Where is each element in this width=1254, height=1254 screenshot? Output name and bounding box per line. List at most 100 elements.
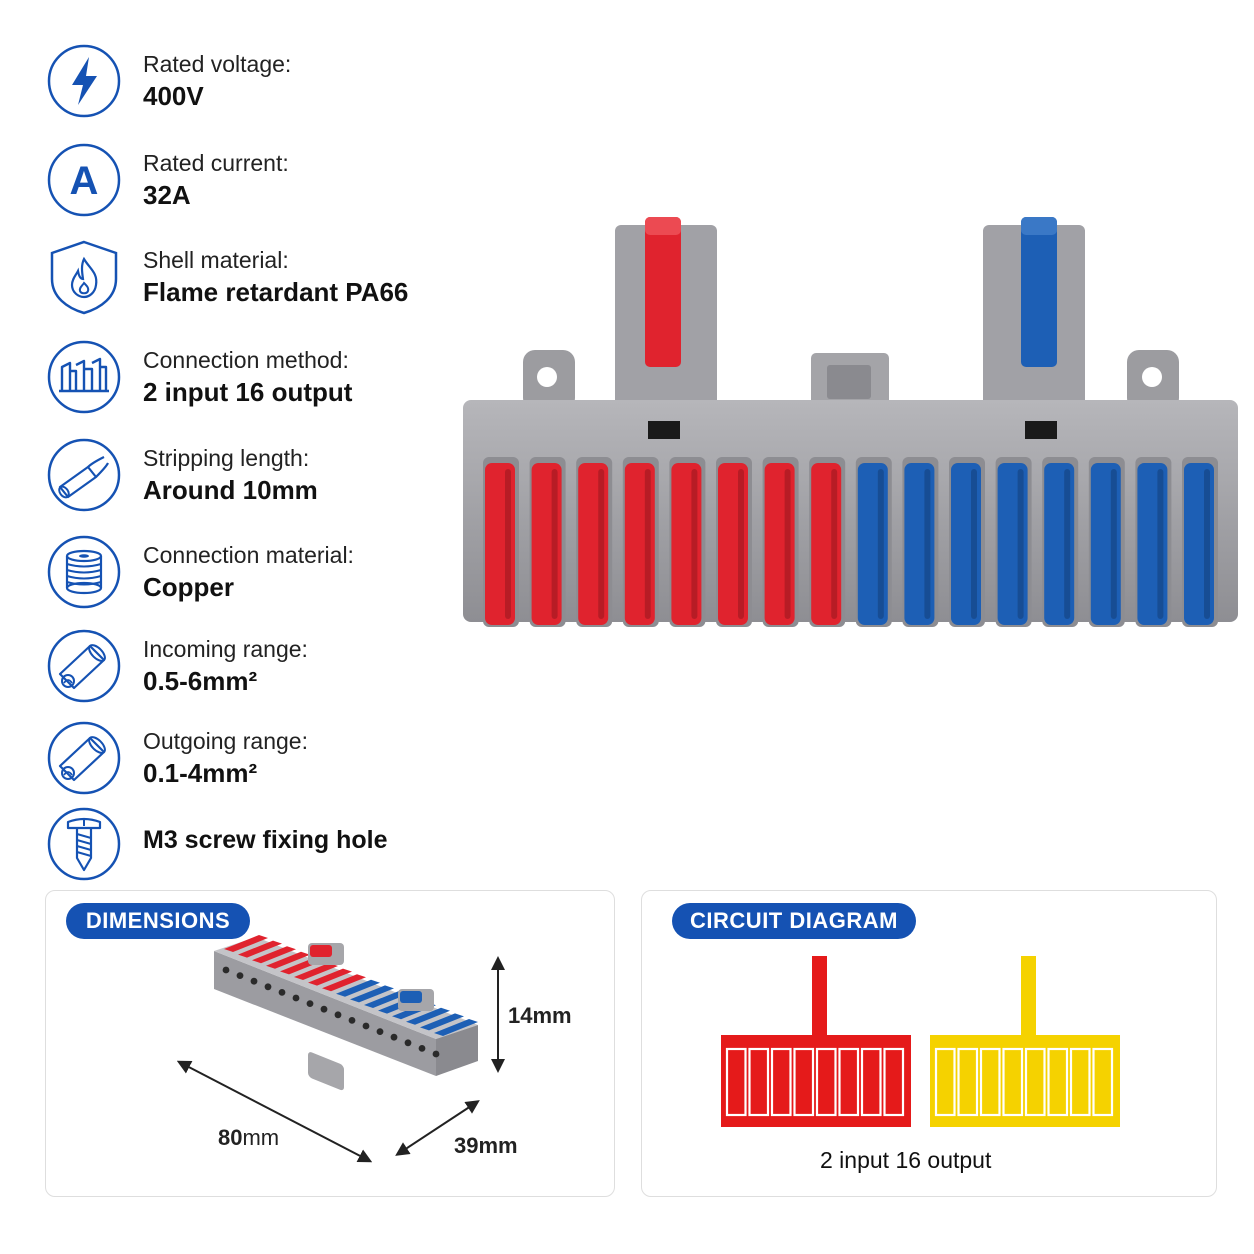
iso-hole: [250, 977, 258, 985]
iso-hole: [264, 983, 272, 991]
output-levers: [483, 457, 1218, 627]
iso-lever: [406, 1007, 450, 1025]
iso-lever: [238, 940, 282, 958]
input-housing-blue: [983, 217, 1085, 407]
iso-lever: [434, 1019, 478, 1036]
connector-product-image: [463, 217, 1238, 627]
iso-lever: [322, 974, 366, 992]
spec-label: Connection material:: [143, 542, 354, 568]
spec-label: Incoming range:: [143, 636, 308, 662]
indicator-slot-right: [1025, 421, 1057, 439]
output-lever[interactable]: [1182, 457, 1218, 627]
mounting-tab-left: [523, 350, 575, 410]
wire-incoming-icon: [47, 629, 121, 703]
circuit-input-lead: [812, 956, 827, 1038]
spec-label: Stripping length:: [143, 445, 310, 471]
circuit-output-slot: [883, 1047, 905, 1117]
iso-lever: [336, 979, 380, 997]
spec-rated-voltage: Rated voltage: 400V: [46, 43, 466, 119]
spec-rated-current: A Rated current: 32A: [46, 142, 466, 218]
circuit-output-slot: [770, 1047, 792, 1117]
spec-value: 0.1-4mm²: [143, 758, 258, 788]
spec-outgoing-range: Outgoing range: 0.1-4mm²: [46, 720, 466, 796]
circuit-output-slot: [838, 1047, 860, 1117]
spec-value: Around 10mm: [143, 475, 318, 505]
circuit-output-slot: [748, 1047, 770, 1117]
spec-stripping-length: Stripping length: Around 10mm: [46, 437, 466, 513]
spec-value: Copper: [143, 572, 234, 602]
iso-hole: [222, 966, 230, 974]
circuit-caption: 2 input 16 output: [820, 1147, 992, 1173]
spec-label: Rated voltage:: [143, 51, 292, 77]
output-lever[interactable]: [1135, 457, 1172, 627]
height-label: 14mm: [508, 1003, 572, 1028]
center-clip: [811, 353, 889, 405]
iso-hole: [376, 1028, 384, 1035]
spec-label: Rated current:: [143, 150, 289, 176]
spec-label: Outgoing range:: [143, 728, 308, 754]
ampere-glyph: A: [70, 159, 99, 203]
output-lever[interactable]: [1088, 457, 1125, 627]
iso-hole: [278, 989, 286, 996]
length-arrow: [176, 1060, 373, 1163]
connection-method-icon: [47, 340, 121, 414]
iso-hole: [348, 1017, 356, 1024]
circuit-output-slot: [1024, 1047, 1046, 1117]
spec-connection-material: Connection material: Copper: [46, 534, 466, 610]
output-lever[interactable]: [902, 457, 939, 627]
spec-incoming-range: Incoming range: 0.5-6mm²: [46, 628, 466, 704]
iso-lever: [224, 935, 268, 952]
spec-value: Flame retardant PA66: [143, 277, 409, 307]
iso-hole: [418, 1045, 426, 1052]
output-lever[interactable]: [855, 457, 892, 627]
iso-lever: [308, 968, 352, 986]
input-housing-red: [615, 217, 717, 407]
ampere-icon: A: [47, 143, 121, 217]
circuit-drawing: [721, 956, 1120, 1127]
dimensions-title: DIMENSIONS: [66, 903, 250, 939]
screw-icon: [47, 807, 121, 881]
output-lever[interactable]: [669, 457, 706, 627]
output-lever[interactable]: [622, 457, 659, 627]
dimensions-drawing: [176, 935, 505, 1163]
circuit-output-slot: [1069, 1047, 1091, 1117]
circuit-group-input-1: [721, 956, 911, 1127]
circuit-output-slot: [725, 1047, 747, 1117]
output-lever[interactable]: [949, 457, 985, 627]
circuit-input-lead: [1021, 956, 1036, 1038]
iso-hole: [432, 1050, 440, 1058]
flame-shield-icon: [50, 240, 118, 315]
output-lever[interactable]: [529, 457, 566, 627]
iso-hole: [334, 1011, 342, 1019]
circuit-group-input-2: [930, 956, 1120, 1127]
wire-strip-icon: [47, 438, 121, 512]
output-lever[interactable]: [1042, 457, 1079, 627]
circuit-output-slot: [1047, 1047, 1069, 1117]
spec-shell-material: Shell material: Flame retardant PA66: [46, 239, 466, 315]
iso-lever: [350, 985, 394, 1003]
circuit-title: CIRCUIT DIAGRAM: [672, 903, 916, 939]
output-lever[interactable]: [762, 457, 799, 627]
iso-lever: [266, 951, 310, 969]
spec-value: 400V: [143, 81, 204, 111]
width-label: 39mm: [454, 1133, 518, 1158]
spec-label: Connection method:: [143, 347, 349, 373]
mounting-tab-right: [1127, 350, 1179, 410]
spec-value: 0.5-6mm²: [143, 666, 258, 696]
dimensions-panel: DIMENSIONS 14mm 80mm 39mm: [45, 890, 615, 1197]
circuit-output-slot: [957, 1047, 979, 1117]
output-lever[interactable]: [995, 457, 1032, 627]
spec-connection-method: Connection method: 2 input 16 output: [46, 339, 466, 415]
iso-lever: [364, 991, 408, 1008]
output-lever[interactable]: [809, 457, 846, 627]
output-lever[interactable]: [483, 457, 519, 627]
iso-hole: [390, 1033, 398, 1041]
iso-lever: [252, 946, 296, 964]
circuit-output-slot: [1092, 1047, 1114, 1117]
length-label: 80mm: [218, 1125, 279, 1151]
spec-value: M3 screw fixing hole: [143, 826, 388, 854]
iso-lever: [294, 963, 338, 980]
output-lever[interactable]: [716, 457, 752, 627]
output-lever[interactable]: [576, 457, 613, 627]
width-arrow: [395, 1100, 480, 1156]
